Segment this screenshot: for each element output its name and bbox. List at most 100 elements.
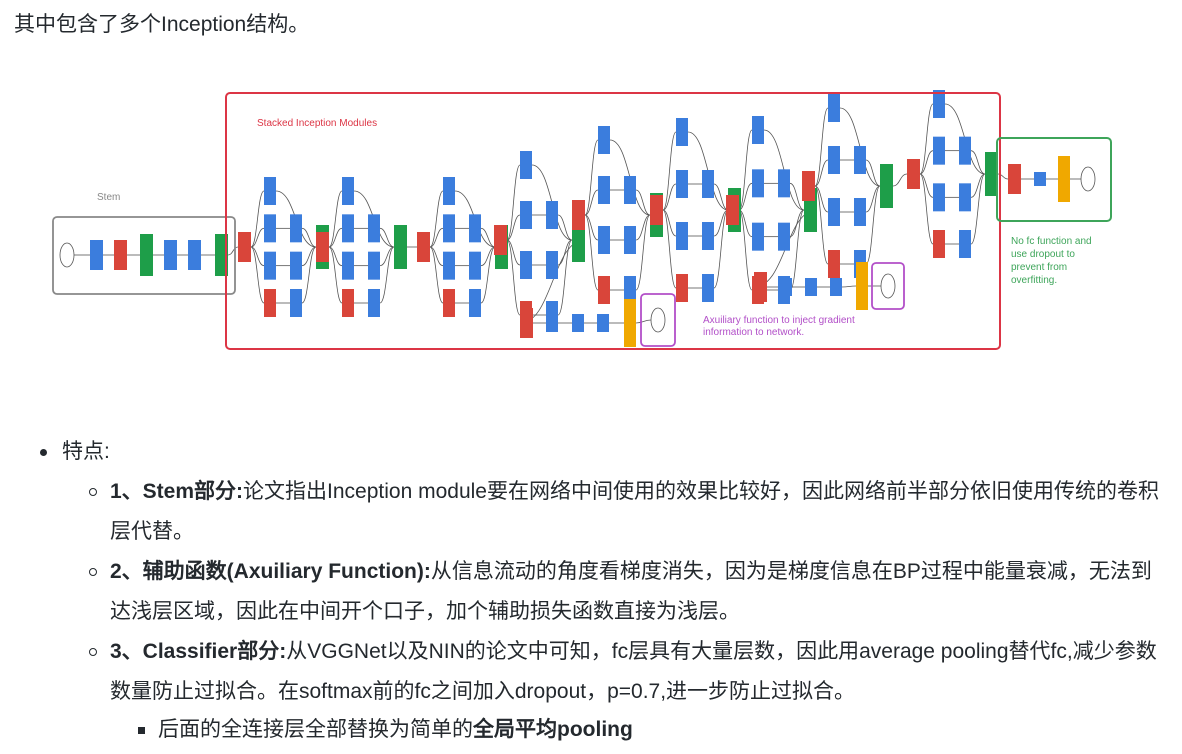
stem-pool-node [114, 240, 127, 270]
classifier-sublist: 后面的全连接层全部替换为简单的全局平均pooling [110, 712, 1170, 748]
branch-node [520, 251, 532, 279]
feature-stem: 1、Stem部分:论文指出Inception module要在网络中间使用的效果… [62, 472, 1170, 552]
aux2-fc-node [805, 278, 817, 296]
branch-node [342, 289, 354, 317]
branch-node [342, 214, 354, 243]
edge [506, 164, 521, 241]
bullet-circle [89, 568, 97, 576]
final-fc-node [1034, 172, 1046, 186]
aux1-softmax-node [624, 299, 636, 347]
feature-stem-head: 1、Stem部分: [110, 480, 244, 503]
edge [480, 227, 496, 248]
edge [865, 185, 881, 265]
branch-node [676, 222, 688, 250]
bullet-circle [89, 488, 97, 496]
edge [814, 107, 829, 187]
aux2-conv-node [780, 278, 792, 296]
branch-node [933, 230, 945, 258]
feature-aux-text: 从信息流动的角度看梯度消失，因为是梯度信息在BP过程中能量衰减，无法到达浅层区域… [110, 560, 1152, 623]
module-input-node [802, 171, 815, 201]
branch-node [264, 177, 276, 205]
edge [328, 246, 343, 304]
final-softmax-node [1058, 156, 1070, 202]
branch-node [676, 118, 688, 146]
branch-node [752, 169, 764, 198]
edge [584, 139, 599, 216]
branch-node [933, 136, 945, 165]
branch-node [264, 289, 276, 317]
aux-classifier-box-2 [871, 262, 905, 310]
branch-node [828, 94, 840, 122]
classifier-box [996, 137, 1112, 222]
aux2-fc2-node [830, 278, 842, 296]
edge [635, 214, 651, 291]
branch-node [520, 201, 532, 229]
aux-note-1: Axuiliary function to inject gradient [703, 315, 855, 326]
edge [892, 173, 908, 187]
feature-aux: 2、辅助函数(Axuiliary Function):从信息流动的角度看梯度消失… [62, 552, 1170, 632]
edge [557, 214, 573, 241]
stem-label: Stem [97, 192, 120, 203]
edge [865, 185, 881, 213]
branch-node [854, 198, 866, 226]
bullet-square [138, 727, 145, 734]
final-pool-node [1008, 164, 1021, 194]
branch-node [520, 151, 532, 179]
aux2-softmax-node [856, 262, 868, 310]
no-fc-note-4: overfitting. [1011, 275, 1057, 286]
edge [250, 190, 265, 248]
feature-stem-text: 论文指出Inception module要在网络中间使用的效果比较好，因此网络前… [110, 480, 1159, 543]
intro-text: 其中包含了多个Inception结构。 [14, 13, 310, 36]
branch-node [752, 116, 764, 144]
edge [584, 214, 599, 291]
branch-node [368, 251, 380, 280]
edge [429, 246, 444, 304]
branch-node [546, 201, 558, 229]
module-input-node [907, 159, 920, 189]
edge [789, 182, 805, 211]
branch-node [598, 226, 610, 254]
branch-node [443, 214, 455, 243]
edge [506, 239, 521, 316]
edge [506, 214, 521, 241]
bullet-disc [40, 449, 47, 456]
module-input-node [572, 200, 585, 230]
branch-node [290, 214, 302, 243]
branch-node [676, 170, 688, 198]
branch-node [778, 222, 790, 251]
edge [865, 159, 881, 187]
no-fc-note-1: No fc function and [1011, 236, 1092, 247]
edge [841, 285, 857, 288]
edge [557, 239, 573, 316]
branch-node [469, 289, 481, 317]
branch-node [624, 176, 636, 204]
edge [635, 214, 651, 241]
stem-conv-node [188, 240, 201, 270]
stem-box [52, 216, 236, 295]
edge [429, 190, 444, 248]
stem-concat-node [215, 234, 228, 276]
concat-node [985, 152, 998, 196]
stem-conv-node [164, 240, 177, 270]
branch-node [342, 177, 354, 205]
edge [635, 319, 652, 324]
branch-node [368, 289, 380, 317]
module-input-node [494, 225, 507, 255]
edge [328, 190, 343, 248]
edge [227, 246, 239, 256]
aux2-output-node [880, 273, 896, 299]
branch-node [624, 276, 636, 304]
branch-node [443, 251, 455, 280]
branch-node [598, 276, 610, 304]
edge [584, 189, 599, 216]
edge [814, 159, 829, 187]
branch-node [443, 289, 455, 317]
branch-node [959, 183, 971, 212]
branch-node [469, 214, 481, 243]
features-item: 特点: 1、Stem部分:论文指出Inception module要在网络中间使… [0, 432, 1182, 748]
branch-node [290, 289, 302, 317]
branch-node [264, 214, 276, 243]
bullet-circle [89, 648, 97, 656]
edge [379, 246, 395, 304]
branch-node [264, 251, 276, 280]
